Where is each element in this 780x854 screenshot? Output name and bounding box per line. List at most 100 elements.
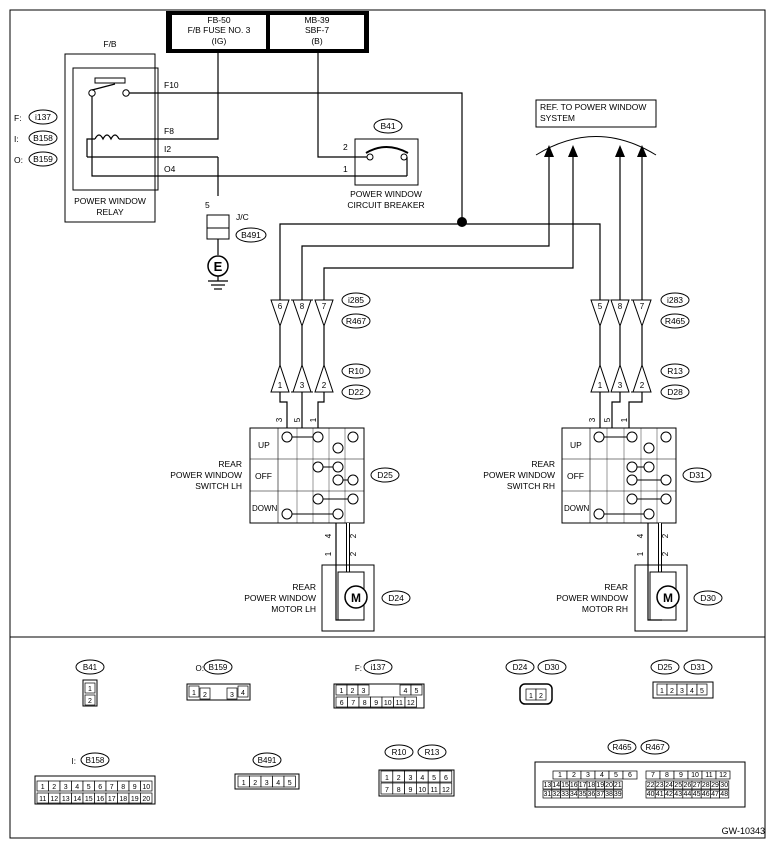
connector-r465-label: R465 (612, 743, 632, 752)
rh-motor-label-3: MOTOR RH (582, 604, 628, 614)
lh-circuit: 6 8 7 i285 R467 1 3 2 R10 D22 3 (170, 292, 411, 632)
connector-b159-cell: 3 (230, 692, 234, 699)
connector-b159-cell: 4 (241, 690, 245, 697)
rh-lower-pin-3: 2 (640, 381, 645, 390)
relay-conn-f-prefix: F: (14, 113, 22, 123)
relay-pin-o4: O4 (164, 164, 176, 174)
connector-b41-cell: 2 (88, 698, 92, 705)
connector-d24-label: D24 (513, 663, 528, 672)
connector-d30-label: D30 (545, 663, 560, 672)
main-wires (279, 157, 643, 300)
connector-r10-cell: 1 (385, 775, 389, 782)
lh-motor-pin-2: 2 (349, 533, 358, 538)
connector-i137-cell: 9 (374, 700, 378, 707)
connector-d31-label: D31 (691, 663, 706, 672)
connector-r465-cell: 7 (651, 772, 655, 779)
connector-r465-cell: 32 (552, 791, 560, 798)
connector-r465-cell: 46 (702, 791, 710, 798)
lh-upper-conn-i285: i285 (348, 295, 364, 305)
rh-upper-pin-1: 5 (598, 302, 603, 311)
lh-switch-pin-5: 5 (293, 417, 302, 422)
connector-r465-cell: 2 (572, 772, 576, 779)
connector-r10-cell: 6 (444, 775, 448, 782)
connector-r465-cell: 12 (719, 772, 727, 779)
fuse-fb50-line3: (IG) (212, 36, 227, 46)
connector-r465-cell: 26 (684, 782, 692, 789)
breaker-caption-1: POWER WINDOW (350, 189, 422, 199)
connector-b158-cell: 9 (133, 784, 137, 791)
connector-r465-cell: 27 (693, 782, 701, 789)
connector-r465-cell: 13 (544, 782, 552, 789)
connector-r465-cell: 35 (579, 791, 587, 798)
rh-switch-label-2: POWER WINDOW (483, 470, 555, 480)
connector-r10-cell: 4 (420, 775, 424, 782)
connector-b158-cell: 7 (110, 784, 114, 791)
connector-i137-prefix: F: (355, 664, 362, 673)
lh-lower-conn-d22: D22 (348, 387, 364, 397)
rh-motor-sub-pin-1: 1 (636, 551, 645, 556)
connector-b41-label: B41 (83, 663, 98, 672)
lh-window-switch: UP OFF DOWN D25 REAR POWER WINDOW SWIT (170, 427, 400, 524)
connector-d24-cell: 1 (529, 693, 533, 700)
connector-r465-cell: 44 (684, 791, 692, 798)
relay-caption-2: RELAY (96, 207, 124, 217)
connector-r465-cell: 31 (544, 791, 552, 798)
lh-motor-sub-pin-1: 1 (324, 551, 333, 556)
connector-r465-cell: 29 (711, 782, 719, 789)
rh-lower-conn-r13: R13 (667, 366, 683, 376)
connector-r467-label: R467 (645, 743, 665, 752)
connector-r10-cell: 3 (409, 775, 413, 782)
power-window-relay: F/B F10 F8 I2 O4 POWER WINDOW RELAY F: i… (14, 39, 463, 223)
lh-switch-id: D25 (377, 470, 393, 480)
connector-r465-cell: 14 (552, 782, 560, 789)
connector-i137-cell: 3 (362, 688, 366, 695)
fuse-fb50-line2: F/B FUSE NO. 3 (188, 25, 251, 35)
connector-b491-cell: 2 (253, 780, 257, 787)
fuse-block: FB-50 F/B FUSE NO. 3 (IG) MB-39 SBF-7 (B… (166, 11, 369, 53)
breaker-pin-1: 1 (343, 164, 348, 174)
connector-r465-cell: 17 (579, 782, 587, 789)
connector-b158-cell: 6 (98, 784, 102, 791)
breaker-id: B41 (380, 121, 395, 131)
connector-r465-cell: 25 (674, 782, 682, 789)
connector-b491-cell: 3 (265, 780, 269, 787)
relay-conn-b159: B159 (33, 154, 53, 164)
rh-switch-id: D31 (689, 470, 705, 480)
rh-lower-conn-d28: D28 (667, 387, 683, 397)
rh-motor-symbol: M (663, 591, 673, 605)
connector-b158-cell: 20 (142, 796, 150, 803)
lh-motor-sub-pin-2: 2 (349, 551, 358, 556)
lh-motor-label-3: MOTOR LH (271, 604, 316, 614)
connector-r465-cell: 6 (628, 772, 632, 779)
diagram-code: GW-10343 (722, 826, 765, 836)
connector-r465-cell: 9 (679, 772, 683, 779)
rh-motor-label-2: POWER WINDOW (556, 593, 628, 603)
ref-power-window: REF. TO POWER WINDOW SYSTEM (535, 99, 657, 157)
connector-b158-cell: 18 (119, 796, 127, 803)
connector-r465-cell: 45 (693, 791, 701, 798)
connector-b159-cell: 2 (203, 692, 207, 699)
rh-upper-conn-r465: R465 (665, 316, 686, 326)
relay-pin-i2: I2 (164, 144, 171, 154)
connector-b158-cell: 4 (75, 784, 79, 791)
connector-r465-cell: 39 (614, 791, 622, 798)
ground-pin: 5 (205, 200, 210, 210)
connector-b158-prefix: I: (72, 757, 76, 766)
rh-switch-pin-5: 5 (603, 417, 612, 422)
connector-d25-cell: 4 (690, 688, 694, 695)
connector-b159-cell: 1 (192, 690, 196, 697)
connector-b491-cell: 5 (288, 780, 292, 787)
connector-r10-cell: 12 (442, 787, 450, 794)
connector-r465-cell: 5 (614, 772, 618, 779)
connector-b158-cell: 2 (52, 784, 56, 791)
rh-switch-label-3: SWITCH RH (507, 481, 555, 491)
lh-upper-conn-r467: R467 (346, 316, 367, 326)
connector-r465-cell: 3 (586, 772, 590, 779)
lh-lower-pin-1: 1 (278, 381, 283, 390)
rh-motor-pin-4: 4 (636, 533, 645, 538)
lh-motor-symbol: M (351, 591, 361, 605)
connector-b158-cell: 3 (64, 784, 68, 791)
